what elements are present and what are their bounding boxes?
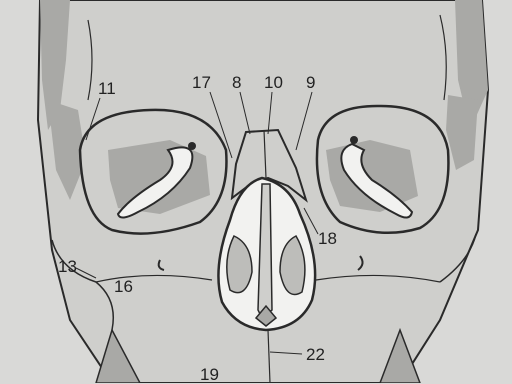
label-11: 11 (98, 80, 116, 97)
label-18: 18 (318, 230, 337, 247)
label-10: 10 (264, 74, 283, 91)
left-orbit-foramen (188, 142, 196, 150)
label-22: 22 (306, 346, 325, 363)
label-19: 19 (200, 366, 219, 383)
label-16: 16 (114, 278, 133, 295)
right-orbit-foramen (350, 136, 358, 144)
label-8: 8 (232, 74, 241, 91)
label-13: 13 (58, 258, 77, 275)
label-17: 17 (192, 74, 211, 91)
right-orbit-inner (326, 140, 418, 212)
label-9: 9 (306, 74, 315, 91)
